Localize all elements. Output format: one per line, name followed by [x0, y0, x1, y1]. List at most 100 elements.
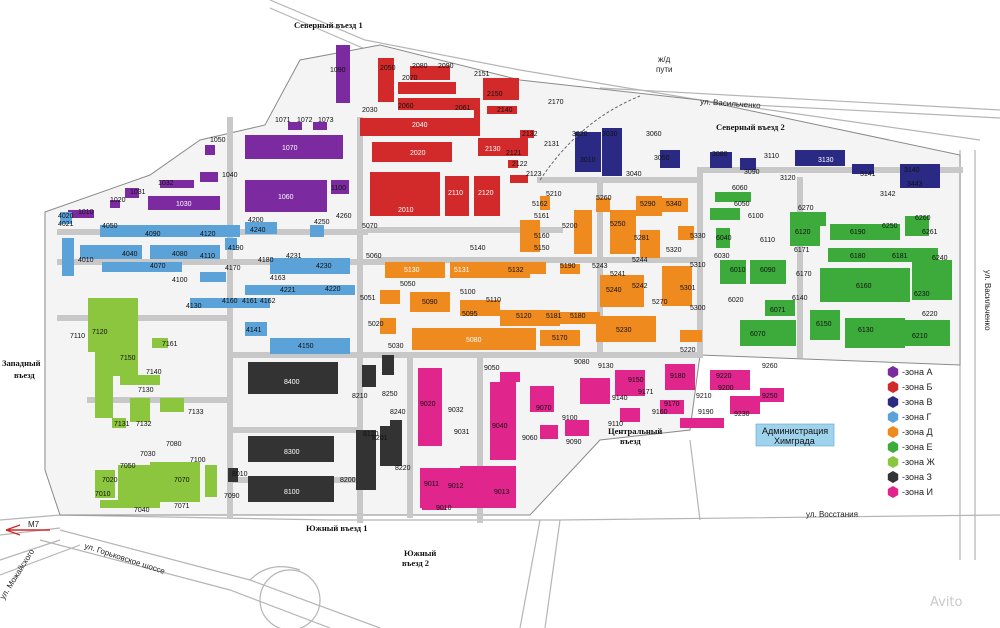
bld-label: 4070	[150, 263, 166, 270]
bld-label: 4040	[122, 251, 138, 258]
bld-label: 9180	[670, 373, 686, 380]
bld-label: 1040	[222, 172, 238, 179]
bld-label: 2151	[474, 71, 490, 78]
bld-label: 2070	[402, 75, 418, 82]
bld-label: 7071	[174, 503, 190, 510]
bld-label: 6020	[728, 297, 744, 304]
bld-label: 5100	[460, 289, 476, 296]
bld-label: 9080	[574, 359, 590, 366]
bld-label: 5281	[634, 235, 650, 242]
bld-label: 4260	[336, 213, 352, 220]
bld-label: 9210	[696, 393, 712, 400]
bld-label: 2010	[398, 207, 414, 214]
bld-label: 7150	[120, 355, 136, 362]
bld-label: 6070	[750, 331, 766, 338]
bld-label: 4120	[200, 231, 216, 238]
bld-label: 3050	[654, 155, 670, 162]
bld-label: 3130	[818, 157, 834, 164]
bld-label: 6240	[932, 255, 948, 262]
bld-label: 7100	[190, 457, 206, 464]
bld-label: 4220	[325, 286, 341, 293]
bld-label: 6110	[760, 237, 775, 244]
bld-label: 4231	[286, 253, 302, 260]
bld-label: 2061	[455, 105, 471, 112]
bld-label: 8010	[232, 471, 248, 478]
bld-label: 6040	[716, 235, 732, 242]
bld-label: 2120	[478, 190, 494, 197]
bld-label: 7130	[138, 387, 154, 394]
legend-label: -зона Ж	[902, 457, 936, 467]
gate-south-2b: въезд 2	[402, 558, 429, 568]
bld-label: 8300	[284, 449, 300, 456]
bld-label: 4161	[242, 298, 258, 305]
bld-label: 4190	[228, 245, 244, 252]
bld-label: 7161	[162, 341, 178, 348]
bld-label: 4230	[316, 263, 332, 270]
bld-label: 7132	[136, 421, 152, 428]
gate-central-a: Центральный	[608, 426, 662, 436]
bld-label: 8201	[372, 435, 388, 442]
street-vasilchenko-right: ул. Васильченко	[983, 270, 992, 331]
bld-label: 5260	[596, 195, 612, 202]
m7-label: М7	[28, 520, 40, 529]
bld-label: 9060	[522, 435, 538, 442]
bld-label: 2050	[380, 65, 396, 72]
bld-label: 6210	[912, 333, 928, 340]
bld-label: 9040	[492, 423, 508, 430]
bld-label: 8220	[395, 465, 411, 472]
bld-label: 7131	[114, 421, 130, 428]
admin-line-2: Химграда	[774, 436, 815, 446]
rail-label-1: ж/д	[658, 55, 671, 64]
bld-label: 2110	[448, 190, 463, 197]
bld-label: 5301	[680, 285, 696, 292]
zone-z-buildings	[228, 355, 402, 502]
bld-label: 4010	[78, 257, 94, 264]
admin-box: Администрация Химграда	[755, 423, 835, 447]
legend-swatch	[887, 381, 899, 393]
bld-label: 2060	[398, 103, 414, 110]
gate-north-2: Северный въезд 2	[716, 122, 785, 132]
bld-label: 4180	[258, 257, 274, 264]
bld-label: 9013	[494, 489, 510, 496]
bld-label: 1071	[275, 117, 291, 124]
gate-north-1: Северный въезд 1	[294, 20, 363, 30]
bld-label: 5190	[560, 263, 576, 270]
bld-label: 4150	[298, 343, 314, 350]
bld-label: 3120	[780, 175, 796, 182]
bld-label: 3060	[646, 131, 662, 138]
bld-label: 3080	[712, 151, 728, 158]
bld-label: 5300	[690, 305, 706, 312]
bld-label: 6140	[792, 295, 808, 302]
bld-label: 5290	[640, 201, 656, 208]
bld-label: 9250	[762, 393, 778, 400]
bld-label: 5181	[546, 313, 562, 320]
bld-label: 5090	[422, 299, 438, 306]
bld-label: 2170	[548, 99, 564, 106]
bld-label: 6171	[794, 247, 810, 254]
bld-label: 5060	[366, 253, 382, 260]
zone-zh-buildings	[88, 298, 217, 508]
bld-label: 5242	[632, 283, 648, 290]
bld-label: 1032	[158, 180, 174, 187]
bld-label: 2090	[438, 63, 454, 70]
bld-label: 5330	[690, 233, 706, 240]
bld-label: 2020	[410, 150, 426, 157]
bld-label: 6180	[850, 253, 866, 260]
bld-label: 5132	[508, 267, 524, 274]
gate-south-2a: Южный	[404, 548, 436, 558]
bld-label: 9090	[566, 439, 582, 446]
bld-label: 9220	[716, 373, 732, 380]
bld-label: 8250	[382, 391, 398, 398]
bld-label: 2130	[485, 146, 501, 153]
bld-label: 4160	[222, 298, 238, 305]
bld-label: 5070	[362, 223, 378, 230]
bld-label: 2123	[526, 171, 542, 178]
street-vosstaniya: ул. Восстания	[806, 510, 858, 519]
bld-label: 7120	[92, 329, 108, 336]
street-vasilchenko-top: ул. Васильченко	[700, 97, 762, 110]
bld-label: 2122	[512, 161, 528, 168]
bld-label: 7090	[224, 493, 240, 500]
bld-label: 9170	[664, 401, 680, 408]
bld-label: 9050	[484, 365, 500, 372]
bld-label: 4170	[225, 265, 241, 272]
